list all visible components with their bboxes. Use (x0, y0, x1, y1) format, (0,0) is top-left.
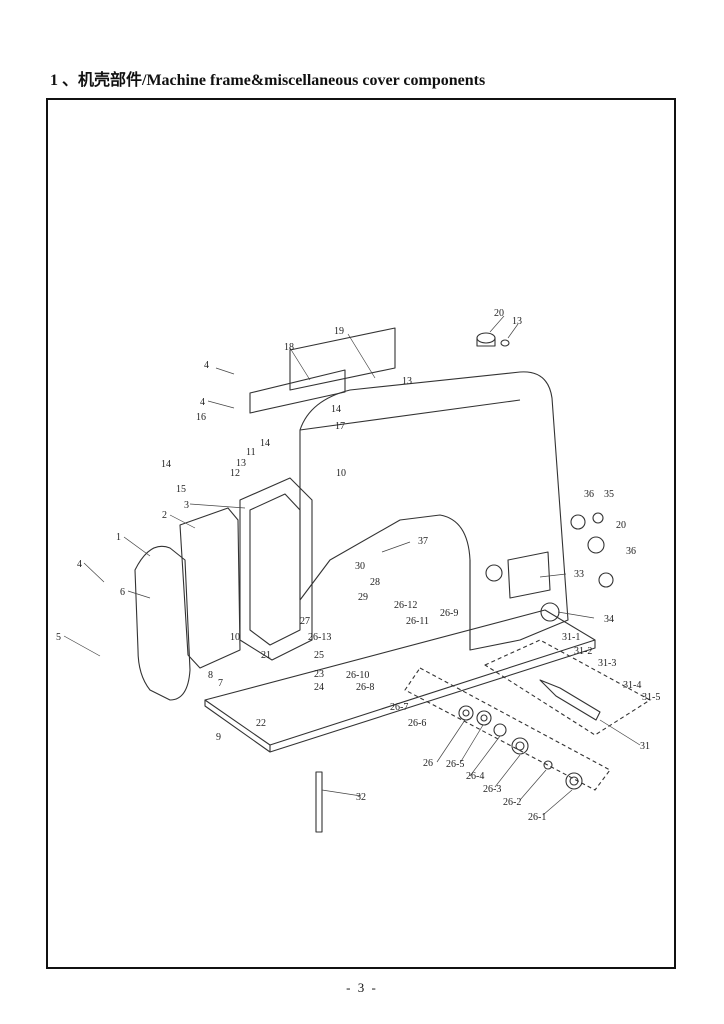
part-callout: 36 (626, 546, 636, 557)
part-callout: 25 (314, 650, 324, 661)
part-callout: 26 (423, 758, 433, 769)
diagram-frame (46, 98, 676, 969)
part-callout: 20 (494, 308, 504, 319)
part-callout: 36 (584, 489, 594, 500)
part-callout: 30 (355, 561, 365, 572)
part-callout: 6 (120, 587, 125, 598)
part-callout: 10 (230, 632, 240, 643)
part-callout: 13 (512, 316, 522, 327)
part-callout: 14 (161, 459, 171, 470)
page-number: - 3 - (346, 980, 378, 995)
part-callout: 26-4 (466, 771, 484, 782)
part-callout: 26-7 (390, 702, 408, 713)
part-callout: 2 (162, 510, 167, 521)
part-callout: 26-12 (394, 600, 417, 611)
part-callout: 10 (336, 468, 346, 479)
part-callout: 19 (334, 326, 344, 337)
part-callout: 24 (314, 682, 324, 693)
part-callout: 16 (196, 412, 206, 423)
part-callout: 4 (204, 360, 209, 371)
part-callout: 5 (56, 632, 61, 643)
part-callout: 13 (236, 458, 246, 469)
part-callout: 26-9 (440, 608, 458, 619)
part-callout: 26-11 (406, 616, 429, 627)
part-callout: 27 (300, 616, 310, 627)
part-callout: 17 (335, 421, 345, 432)
part-callout: 26-1 (528, 812, 546, 823)
part-callout: 37 (418, 536, 428, 547)
part-callout: 26-10 (346, 670, 369, 681)
part-callout: 14 (260, 438, 270, 449)
part-callout: 35 (604, 489, 614, 500)
part-callout: 26-8 (356, 682, 374, 693)
part-callout: 11 (246, 447, 256, 458)
part-callout: 31-4 (623, 680, 641, 691)
part-callout: 7 (218, 678, 223, 689)
page-title: 1 、机壳部件/Machine frame&miscellaneous cove… (50, 72, 486, 89)
part-callout: 14 (331, 404, 341, 415)
part-callout: 31-5 (642, 692, 660, 703)
part-callout: 22 (256, 718, 266, 729)
part-callout: 21 (261, 650, 271, 661)
part-callout: 34 (604, 614, 614, 625)
part-callout: 31-3 (598, 658, 616, 669)
part-callout: 4 (77, 559, 82, 570)
part-callout: 13 (402, 376, 412, 387)
part-callout: 28 (370, 577, 380, 588)
part-callout: 1 (116, 532, 121, 543)
part-callout: 29 (358, 592, 368, 603)
part-callout: 31-2 (574, 646, 592, 657)
part-callout: 23 (314, 669, 324, 680)
part-callout: 4 (200, 397, 205, 408)
part-callout: 26-6 (408, 718, 426, 729)
part-callout: 18 (284, 342, 294, 353)
part-callout: 26-2 (503, 797, 521, 808)
part-callout: 26-13 (308, 632, 331, 643)
part-callout: 9 (216, 732, 221, 743)
part-callout: 31-1 (562, 632, 580, 643)
part-callout: 33 (574, 569, 584, 580)
part-callout: 15 (176, 484, 186, 495)
part-callout: 26-3 (483, 784, 501, 795)
part-callout: 20 (616, 520, 626, 531)
part-callout: 32 (356, 792, 366, 803)
part-callout: 31 (640, 741, 650, 752)
part-callout: 3 (184, 500, 189, 511)
part-callout: 12 (230, 468, 240, 479)
part-callout: 8 (208, 670, 213, 681)
part-callout: 26-5 (446, 759, 464, 770)
